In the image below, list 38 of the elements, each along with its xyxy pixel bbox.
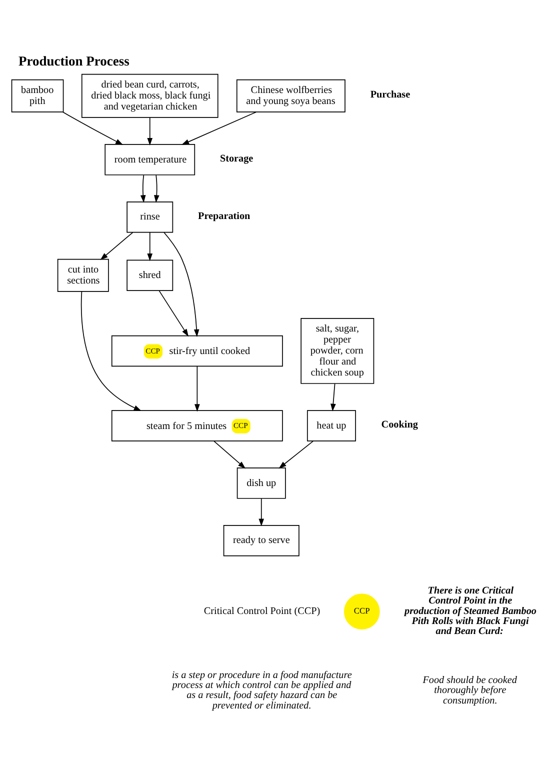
arrow xyxy=(147,117,153,146)
arrow xyxy=(330,383,336,412)
arrow xyxy=(158,290,189,337)
node-box: heat up xyxy=(306,410,356,442)
node-box: bamboo pith xyxy=(11,79,64,112)
arrow xyxy=(214,440,246,469)
node-box: rinse xyxy=(126,201,174,233)
arrow xyxy=(258,498,264,526)
arrow xyxy=(164,232,200,337)
label: is a step or procedure in a food manufacture process at which control can be applied and as a result, food safety hazard can be prevented or eliminated. xyxy=(172,670,352,712)
node-box: cut into sections xyxy=(57,258,109,292)
arrow xyxy=(140,174,146,203)
arrow xyxy=(181,112,256,145)
label: CCP xyxy=(354,606,370,616)
label: Food should be cooked thoroughly before consumption. xyxy=(422,675,517,706)
label: There is one Critical Control Point in the production of Steamed Bamboo Pith Rolls with Black Fungi and Bean Curd: xyxy=(404,585,536,638)
node-box: dried bean curd, carrots, dried black moss, black fungi and vegetarian chicken xyxy=(81,74,218,118)
node-box: room temperature xyxy=(104,144,196,176)
arrow xyxy=(147,232,153,262)
diagram-title: Production Process xyxy=(18,54,130,69)
label: Storage xyxy=(220,153,254,164)
node-box: salt, sugar, pepper powder, corn flour and chicken soup xyxy=(300,318,374,384)
arrow xyxy=(80,291,142,412)
label: Preparation xyxy=(198,210,250,222)
label: Critical Control Point (CCP) xyxy=(204,606,320,618)
node-box: shred xyxy=(126,260,174,291)
node-box: Chinese wolfberries and young soya beans xyxy=(236,79,346,112)
arrow xyxy=(100,232,134,260)
node-box: ready to serve xyxy=(223,524,300,556)
node-box: dish up xyxy=(236,468,286,499)
arrow xyxy=(62,112,124,145)
label: Purchase xyxy=(370,90,410,101)
label: Cooking xyxy=(381,420,418,431)
arrow xyxy=(194,366,200,412)
arrow xyxy=(154,174,160,203)
arrow xyxy=(278,440,314,469)
node-box: CCP stir-fry until cooked xyxy=(111,335,283,367)
node-box: steam for 5 minutes CCP xyxy=(111,410,283,442)
